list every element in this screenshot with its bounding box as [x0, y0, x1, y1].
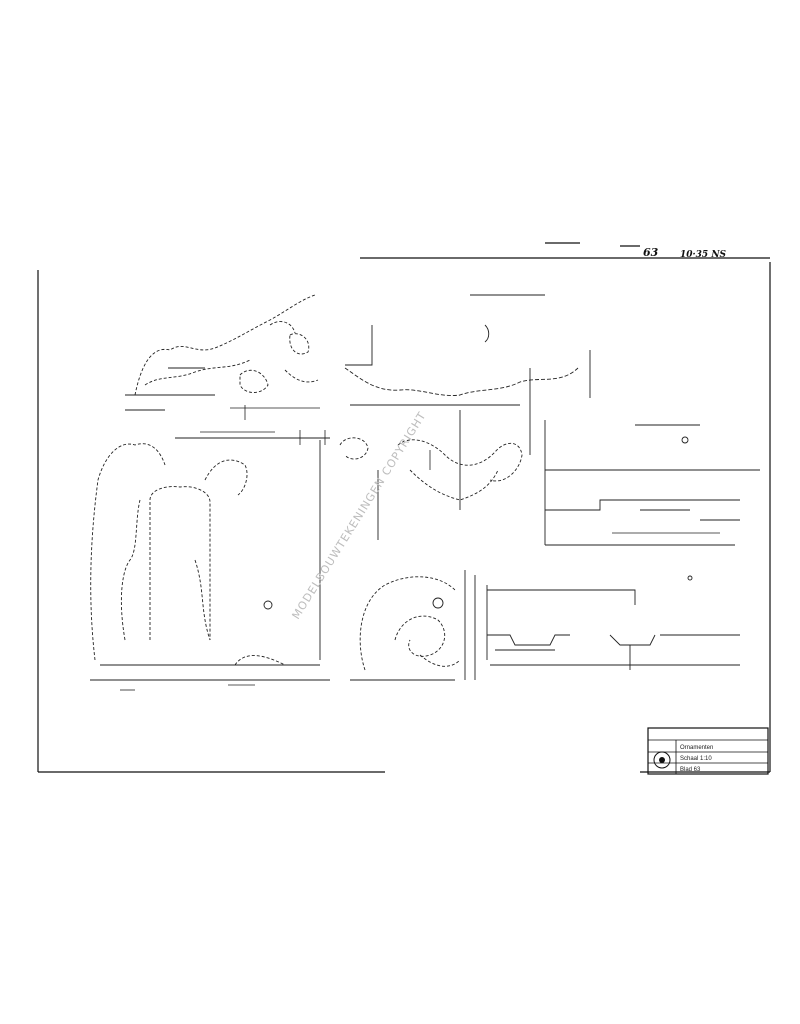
title-block-line-3: Blad 63: [680, 767, 701, 773]
cornice-profile-drawing: [344, 294, 591, 455]
title-block-line-1: Ornamenten: [680, 745, 713, 751]
drawing-frame: [37, 242, 771, 773]
arch-niche-drawing: [90, 437, 330, 681]
dimension-marks: [120, 405, 720, 691]
profile-sections-drawing: [544, 420, 760, 546]
ornamental-crest-drawing: [125, 294, 319, 411]
copyright-watermark: MODELBOUWTEKENINGEN COPYRIGHT: [290, 409, 429, 621]
cartouche-ornament-drawing: [339, 410, 523, 540]
sheet-number: 63: [643, 246, 659, 259]
title-block-line-2: Schaal 1:10: [680, 756, 712, 762]
handwritten-note: 10·35 NS: [680, 250, 727, 260]
title-block: Ornamenten Schaal 1:10 Blad 63: [647, 727, 769, 775]
title-block-logo-icon: [653, 751, 671, 769]
scroll-ornament-drawing: [350, 570, 466, 681]
moulding-sections-drawing: [474, 575, 740, 680]
